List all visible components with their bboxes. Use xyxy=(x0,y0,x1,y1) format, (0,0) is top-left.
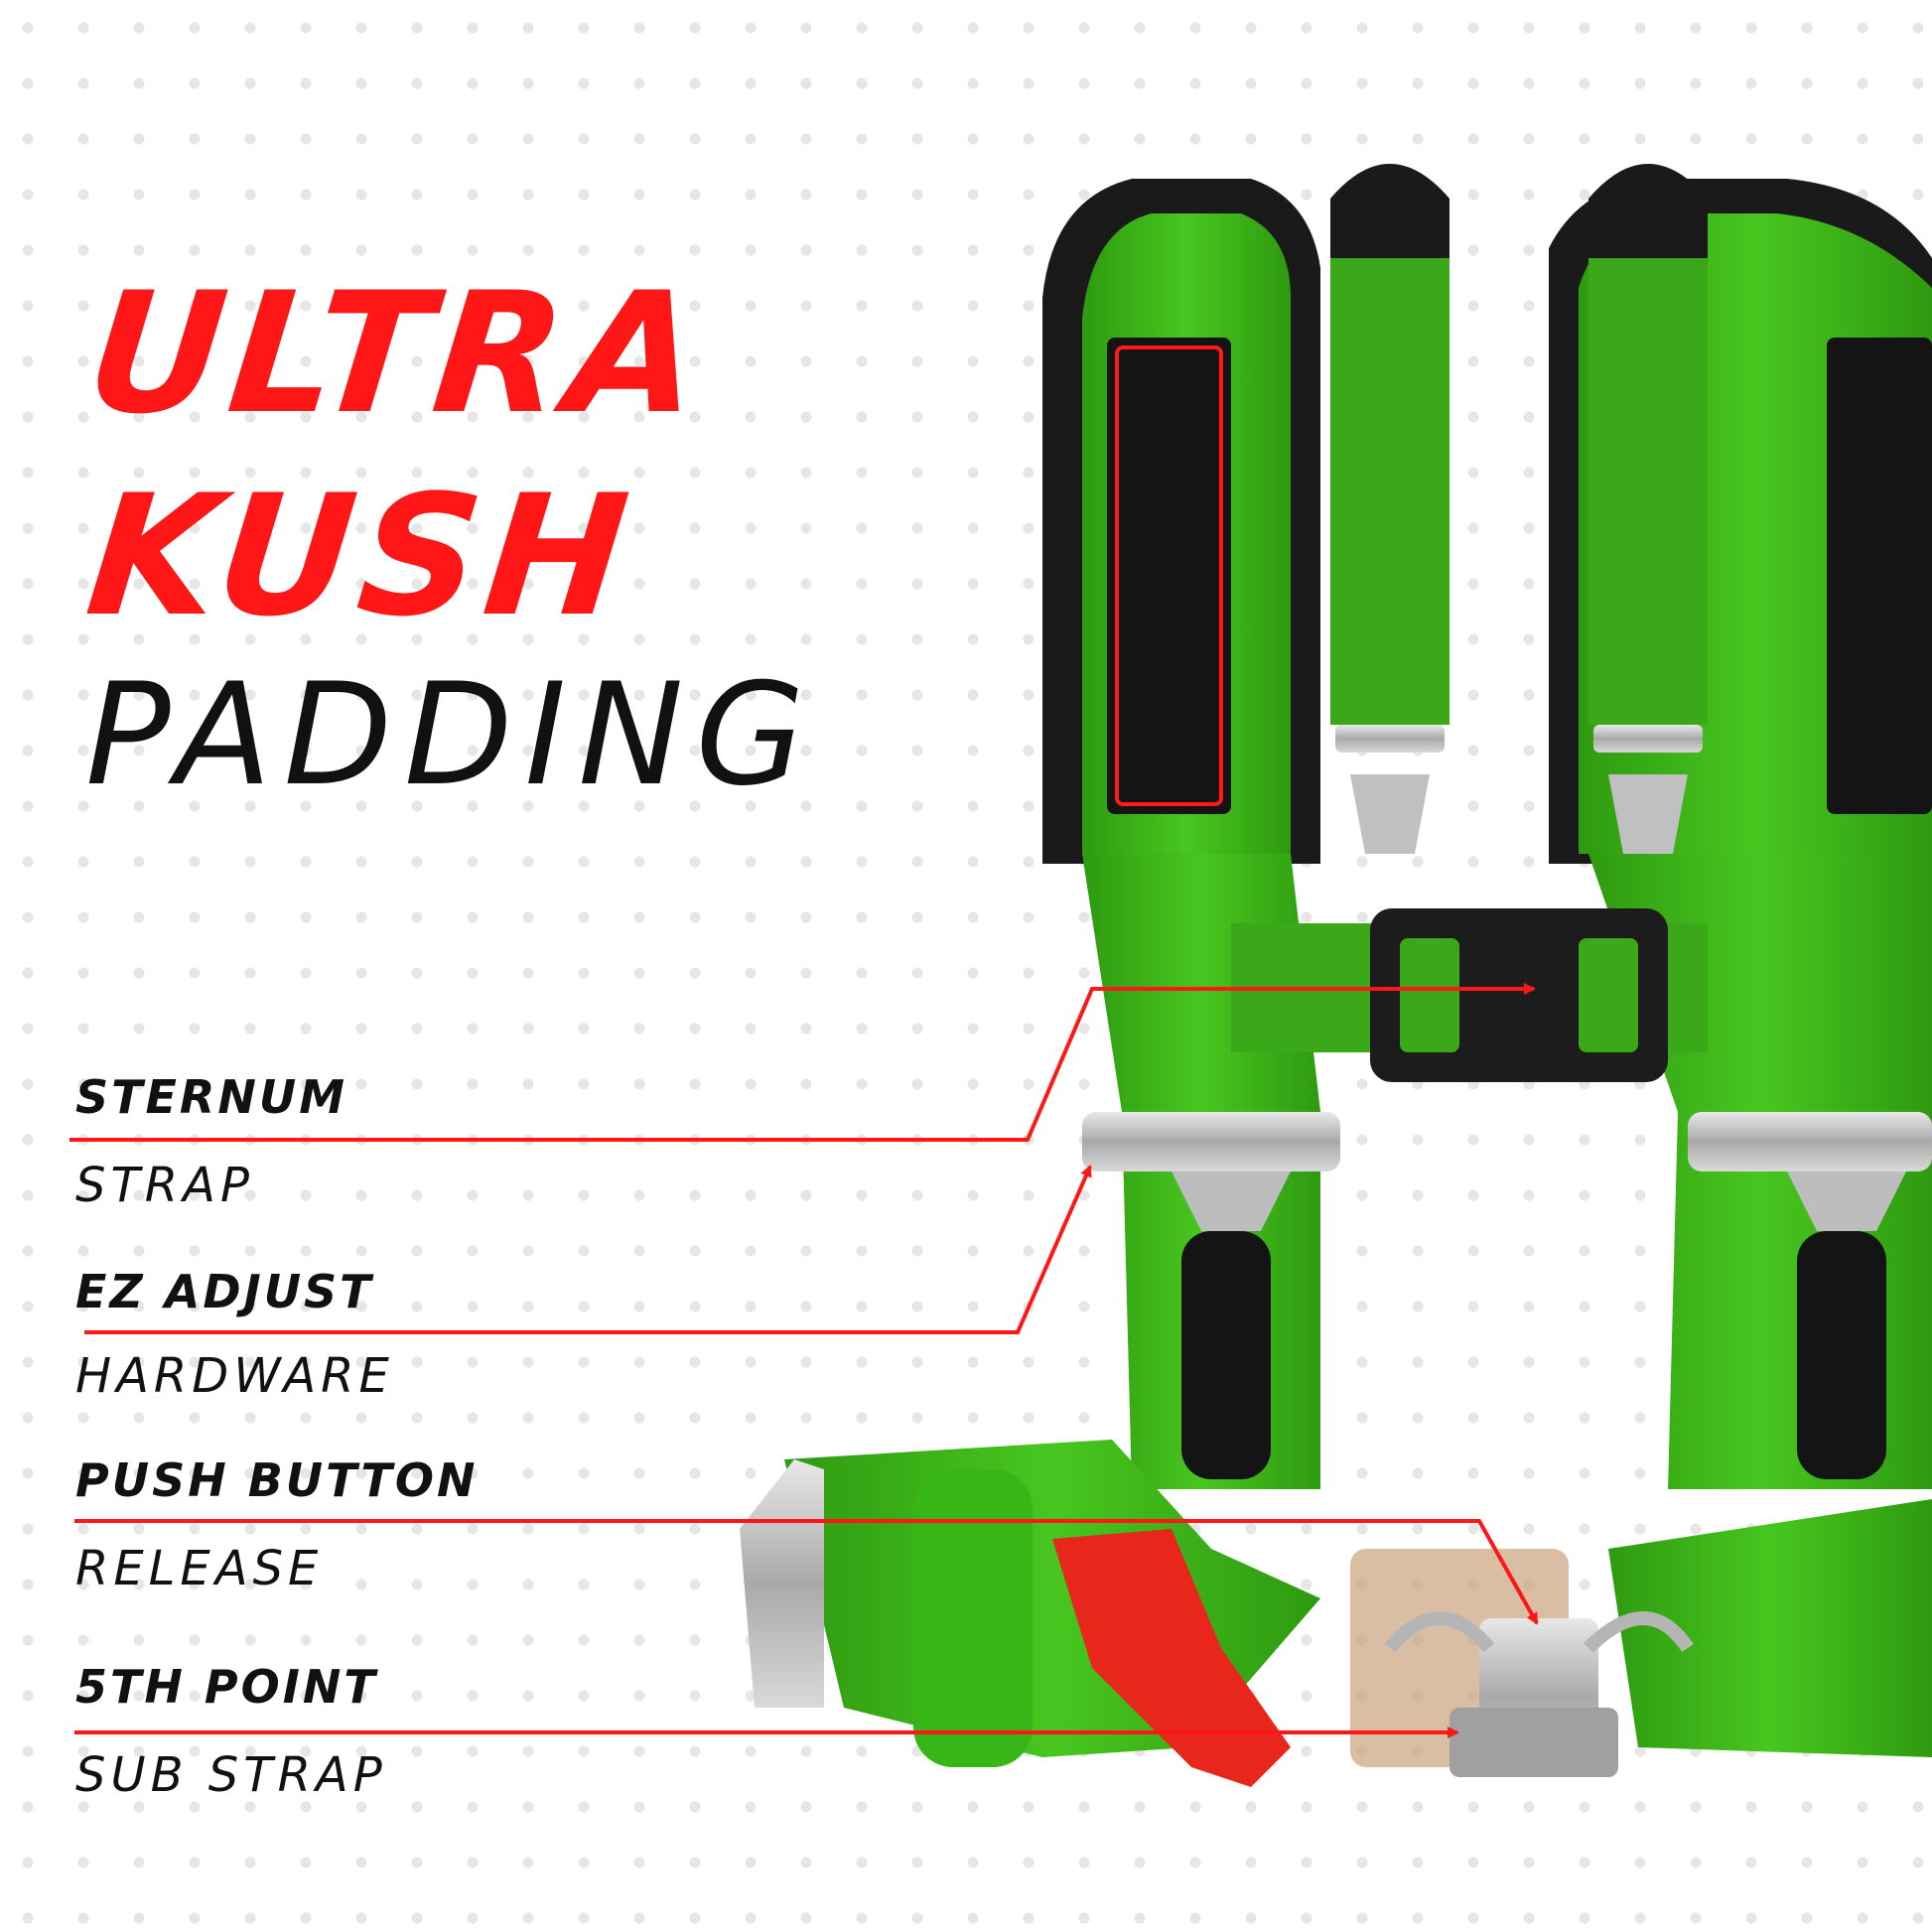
inner-strap-right xyxy=(1588,258,1708,725)
brand-patch-right xyxy=(1827,338,1932,814)
rolled-strap xyxy=(913,1469,1033,1767)
headline-line-3: PADDING xyxy=(85,653,817,817)
feature-3-title: PUSH BUTTON xyxy=(75,1453,479,1507)
pull-tab-right xyxy=(1797,1231,1886,1479)
headline-line-1: ULTRA xyxy=(78,256,715,451)
anchor-plate xyxy=(740,1459,824,1708)
feature-3-subtitle: RELEASE xyxy=(75,1541,324,1596)
feature-1-subtitle: STRAP xyxy=(75,1158,254,1213)
top-adjuster-left xyxy=(1335,725,1445,753)
feature-4-subtitle: SUB STRAP xyxy=(75,1747,387,1803)
top-adjuster-right xyxy=(1593,725,1703,753)
ez-adjuster-right xyxy=(1688,1112,1932,1172)
feature-1-title: STERNUM xyxy=(75,1070,347,1124)
pull-tab-left xyxy=(1181,1231,1271,1479)
lap-belt-right xyxy=(1608,1499,1932,1757)
headline-line-2: KUSH xyxy=(78,459,642,653)
feature-2-subtitle: HARDWARE xyxy=(75,1348,394,1404)
brand-patch-left xyxy=(1107,338,1231,814)
inner-strap-left xyxy=(1330,258,1449,725)
shoulder-pad-left xyxy=(1042,179,1320,864)
ez-adjuster-left xyxy=(1082,1112,1340,1172)
feature-2-title: EZ ADJUST xyxy=(75,1265,374,1318)
feature-4-title: 5TH POINT xyxy=(75,1660,378,1714)
